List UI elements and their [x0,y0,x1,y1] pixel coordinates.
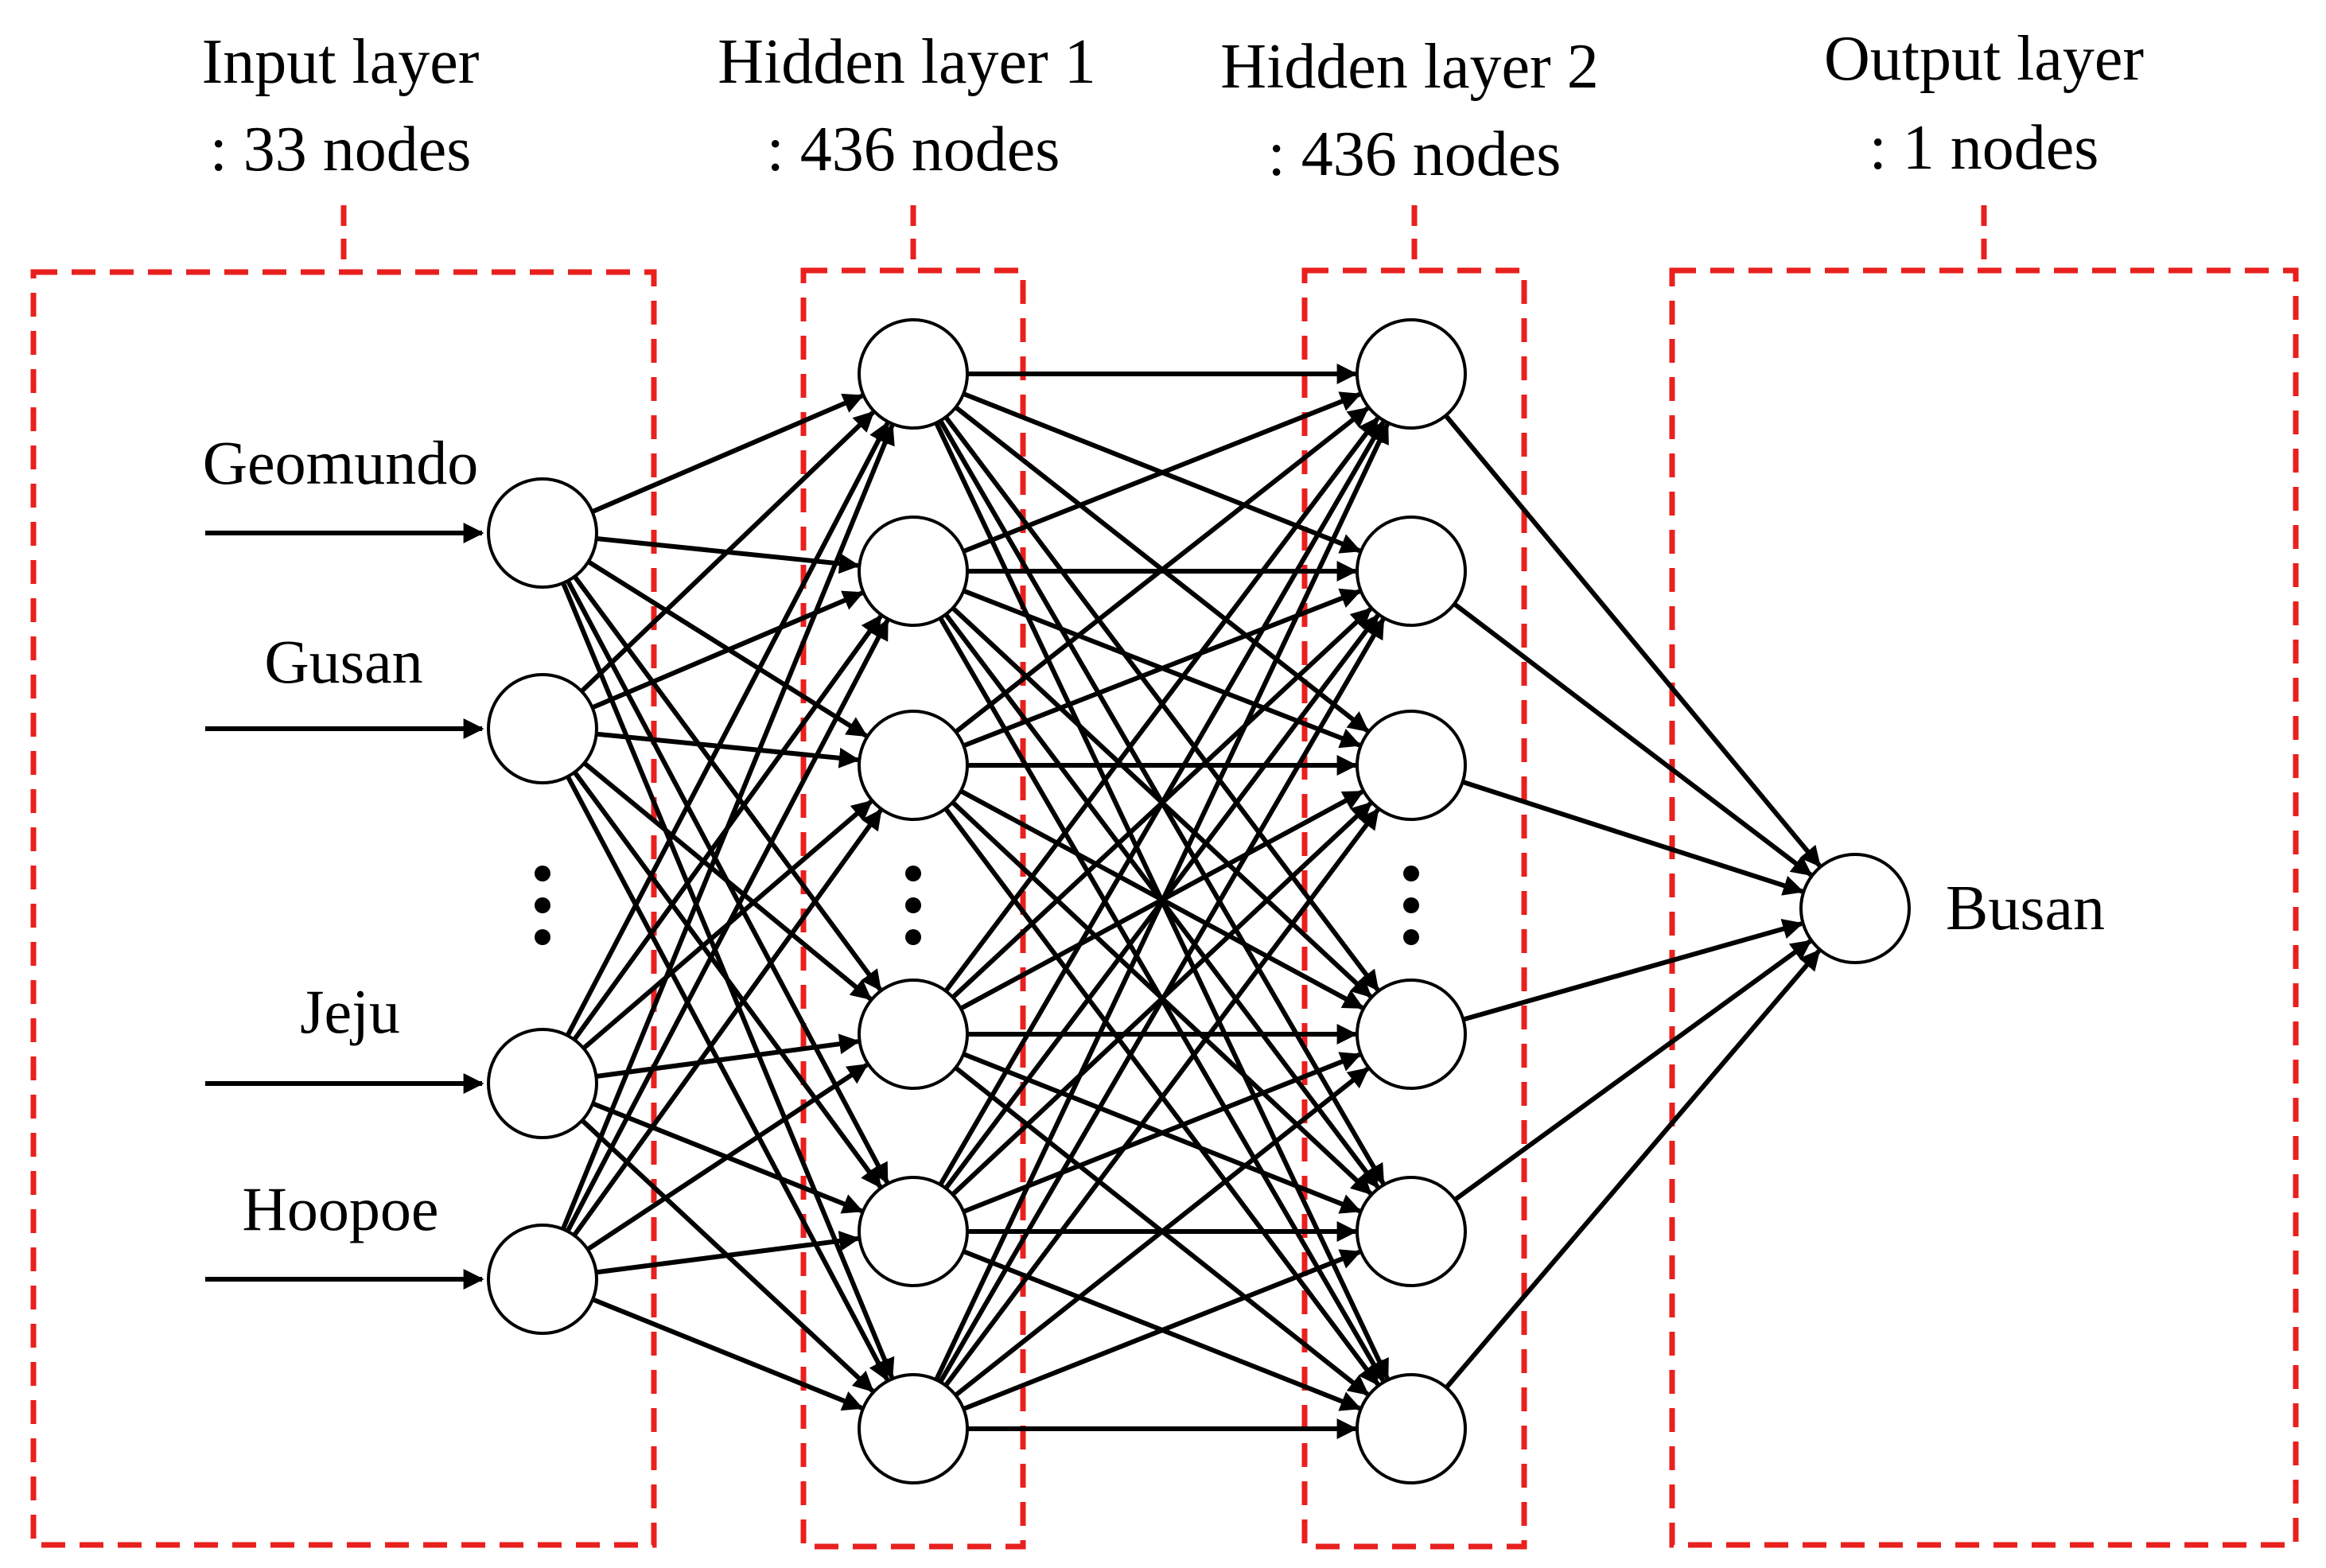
input-layer-box [30,269,657,1548]
edge-input-4-to-hidden-1-3 [572,808,883,1237]
edge-hidden-2-4-to-output-1 [1462,918,1804,1022]
output-layer-title: Output layer [1824,24,2144,94]
edge-hidden-1-6-to-hidden-2-1 [934,422,1390,1381]
hidden-1-node-4 [858,979,969,1090]
input-node-4 [487,1224,598,1335]
edge-input-2-to-hidden-1-1 [580,410,875,694]
edge-hidden-1-6-to-hidden-2-3 [943,807,1380,1387]
layer-titles: Input layer : 33 nodes Hidden layer 1 : … [202,24,2144,189]
edge-input-4-to-hidden-1-5 [596,1230,861,1275]
output-layer-node-count: : 1 nodes [1869,113,2099,183]
hidden-1-node-3 [858,710,969,821]
hidden-2-node-3 [1356,710,1467,821]
edge-hidden-1-6-to-hidden-2-5 [963,1249,1362,1411]
edge-hidden-1-4-to-hidden-2-1 [943,416,1380,993]
input-label-hoopoe: Hoopoe [243,1174,439,1243]
edge-hidden-2-2-to-output-1 [1453,601,1813,877]
network-nodes [487,318,1911,1484]
hidden-2-node-1 [1356,318,1467,430]
edge-hidden-1-2-to-hidden-2-1 [963,391,1362,554]
input-layer-node-count: : 33 nodes [210,115,472,185]
input-labels: Geomundo Gusan Jeju Hoopoe [203,428,479,1243]
edge-input-2-to-hidden-1-2 [591,590,864,710]
edge-hidden-1-3-to-hidden-2-1 [954,406,1370,734]
edge-input-4-to-hidden-1-6 [591,1297,864,1411]
hidden-layer-1-node-count: : 436 nodes [767,115,1060,185]
input-node-2 [487,673,598,784]
edge-input-2-to-hidden-1-6 [566,775,889,1382]
hidden-layer-2-title: Hidden layer 2 [1220,32,1598,102]
edge-hidden-1-6-to-hidden-2-2 [938,617,1386,1383]
input-node-3 [487,1028,598,1139]
hidden-1-ellipsis-icon [905,866,921,945]
output-node-1 [1799,853,1911,964]
input-node-1 [487,477,598,589]
edge-hidden-2-5-to-output-1 [1453,939,1812,1202]
edge-hidden-1-6-to-hidden-2-4 [954,1067,1370,1398]
edge-input-3-to-hidden-1-4 [596,1033,861,1079]
input-label-gusan: Gusan [264,627,422,696]
input-label-geomundo: Geomundo [203,428,479,497]
hidden-1-node-1 [858,318,969,430]
hidden-2-node-6 [1356,1373,1467,1484]
input-layer-title: Input layer [202,27,480,97]
edge-input-1-to-hidden-1-4 [572,574,882,991]
edge-hidden-1-3-to-hidden-2-2 [963,588,1362,749]
edge-input-2-to-hidden-1-4 [582,761,873,1001]
hidden-2-ellipsis-icon [1403,866,1419,945]
hidden-2-node-5 [1356,1176,1467,1287]
edge-input-1-to-hidden-1-1 [591,393,865,514]
input-ellipsis-icon [535,866,550,945]
edge-input-4-to-hidden-1-4 [586,1063,869,1252]
connection-lines [561,364,1822,1439]
input-label-jeju: Jeju [300,977,400,1046]
hidden-layer-2-node-count: : 436 nodes [1268,119,1562,189]
edge-input-2-to-hidden-1-5 [572,770,882,1189]
edge-input-3-to-hidden-1-1 [565,421,890,1037]
hidden-2-node-4 [1356,979,1467,1090]
edge-hidden-2-3-to-output-1 [1461,780,1804,896]
edge-input-4-to-hidden-1-1 [561,423,895,1231]
hidden-1-node-6 [858,1373,969,1484]
hidden-2-node-2 [1356,516,1467,627]
output-label-busan: Busan [1946,873,2105,944]
edge-hidden-2-6-to-output-1 [1444,949,1821,1390]
edge-input-4-to-hidden-1-2 [565,618,890,1233]
output-layer-box [1669,267,2299,1548]
input-arrows [205,523,484,1290]
edge-hidden-1-5-to-hidden-2-1 [938,420,1386,1186]
edge-hidden-2-1-to-output-1 [1444,414,1822,868]
hidden-1-node-5 [858,1176,969,1287]
hidden-1-node-2 [858,516,969,627]
hidden-layer-1-title: Hidden layer 1 [718,27,1095,97]
